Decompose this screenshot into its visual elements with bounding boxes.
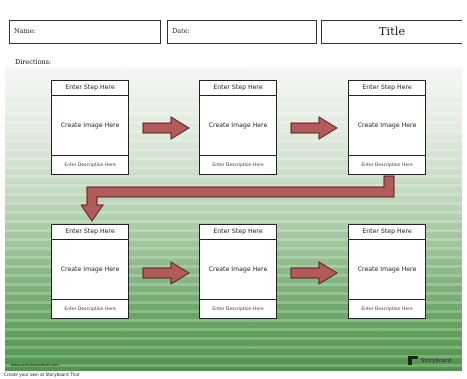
step-card-6[interactable]: Enter Step Here Create Image Here Enter …: [348, 224, 426, 319]
image-placeholder[interactable]: Create Image Here: [349, 96, 425, 156]
date-field[interactable]: Date:: [167, 20, 317, 44]
image-placeholder[interactable]: Create Image Here: [200, 240, 276, 300]
footer-url: www.storyboardthat.com: [11, 362, 59, 367]
name-field[interactable]: Name:: [9, 20, 161, 44]
step-description[interactable]: Enter Description Here: [212, 163, 264, 168]
right-arrow-icon: [290, 116, 338, 140]
create-own-link[interactable]: Create your own at Storyboard That: [4, 372, 80, 377]
right-arrow-icon: [142, 261, 190, 285]
storyboard-logo: Storyboard: [408, 356, 451, 365]
step-description[interactable]: Enter Description Here: [212, 307, 264, 312]
step-title[interactable]: Enter Step Here: [200, 225, 276, 240]
right-arrow-icon: [142, 116, 190, 140]
down-arrow-icon: [81, 175, 395, 222]
step-card-2[interactable]: Enter Step Here Create Image Here Enter …: [199, 80, 277, 175]
date-label: Date:: [172, 27, 190, 35]
step-title[interactable]: Enter Step Here: [52, 81, 128, 96]
step-description[interactable]: Enter Description Here: [64, 307, 116, 312]
directions-label: Directions:: [15, 58, 52, 66]
step-card-3[interactable]: Enter Step Here Create Image Here Enter …: [348, 80, 426, 175]
step-description[interactable]: Enter Description Here: [361, 163, 413, 168]
title-field[interactable]: Title: [321, 20, 462, 44]
page-title: Title: [378, 24, 406, 38]
step-card-1[interactable]: Enter Step Here Create Image Here Enter …: [51, 80, 129, 175]
image-placeholder[interactable]: Create Image Here: [52, 240, 128, 300]
step-description[interactable]: Enter Description Here: [361, 307, 413, 312]
step-title[interactable]: Enter Step Here: [349, 81, 425, 96]
step-card-5[interactable]: Enter Step Here Create Image Here Enter …: [199, 224, 277, 319]
step-title[interactable]: Enter Step Here: [349, 225, 425, 240]
image-placeholder[interactable]: Create Image Here: [349, 240, 425, 300]
name-label: Name:: [14, 27, 36, 35]
step-title[interactable]: Enter Step Here: [200, 81, 276, 96]
step-card-4[interactable]: Enter Step Here Create Image Here Enter …: [51, 224, 129, 319]
storyboard-logo-icon: [408, 356, 418, 365]
step-description[interactable]: Enter Description Here: [64, 163, 116, 168]
image-placeholder[interactable]: Create Image Here: [52, 96, 128, 156]
image-placeholder[interactable]: Create Image Here: [200, 96, 276, 156]
logo-text: Storyboard: [421, 357, 452, 364]
right-arrow-icon: [290, 261, 338, 285]
step-title[interactable]: Enter Step Here: [52, 225, 128, 240]
worksheet: Name: Date: Title Directions: Enter Step…: [5, 12, 462, 371]
